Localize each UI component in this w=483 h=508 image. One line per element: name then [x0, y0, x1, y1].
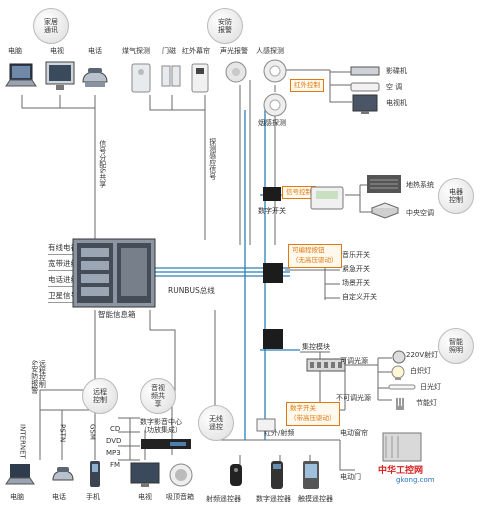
fluorescent-tube-icon: [388, 384, 416, 390]
dvd-player-icon: [350, 66, 380, 76]
cfl-bulb-icon: [396, 398, 404, 410]
air-conditioner-icon: [350, 82, 380, 92]
remote-device-label: 电脑: [10, 493, 24, 501]
rf-remote-icon: [230, 464, 242, 486]
remote-link-label: PSTN: [58, 424, 67, 443]
section-security: 安防报警: [207, 8, 243, 44]
appliance-item-label: 地热系统: [406, 181, 434, 189]
security-device-label: 红外幕帘: [182, 47, 210, 55]
ceiling-speaker-icon: [169, 463, 193, 487]
lamp-label: 日光灯: [420, 383, 441, 391]
switch-item-label: 音乐开关: [342, 251, 370, 259]
remote-alarm-label: 远程控制 &安防报警: [30, 360, 47, 394]
monitor-icon: [45, 61, 75, 90]
av-input-label: DVD: [106, 437, 122, 445]
non-dimmable-source-label: 不可调光源: [336, 394, 371, 402]
smoke-detector-icon: [263, 93, 287, 117]
av-center-icon: [141, 439, 191, 449]
section-wireless: 无线遥控: [198, 405, 234, 441]
av-tv-icon: [130, 462, 160, 487]
lamp-label: 节能灯: [416, 399, 437, 407]
signal-control-tag: 信号控制: [282, 186, 316, 199]
hub-name: 智能信息箱: [98, 310, 136, 319]
motion-sensor-icon: [263, 59, 287, 83]
section-appliance: 电器控制: [438, 178, 474, 214]
remote-device-label: 电话: [52, 493, 66, 501]
remote-link-label: GSM: [88, 424, 97, 440]
touch-remote-icon: [303, 461, 319, 489]
av-input-label: CD: [110, 425, 121, 433]
alarm-siren-icon: [225, 61, 247, 83]
section-home-comm: 家居通讯: [33, 8, 69, 44]
door-sensor-icon: [161, 65, 181, 87]
av-device-label: 电视: [138, 493, 152, 501]
watermark-url: gkong.com: [396, 476, 435, 484]
telephone-icon: [82, 68, 108, 87]
security-device-label: 门磁: [162, 47, 176, 55]
programmable-switch-tag: 可编程按钮 （无高压驱动）: [288, 244, 342, 268]
comm-device-label: 电视: [50, 47, 64, 55]
ir-device-label: 电视机: [386, 99, 407, 107]
digital-switch-label: 数字开关: [258, 207, 286, 215]
lighting-switch-icon: [263, 329, 283, 349]
motor-curtain-icon: [382, 432, 422, 462]
security-device-label: 煤气探测: [122, 47, 150, 55]
security-device-label: 声光报警: [220, 47, 248, 55]
switch-item-label: 自定义开关: [342, 293, 377, 301]
runbus-label: RUNBUS总线: [168, 286, 215, 295]
ir-control-tag: 红外控制: [290, 79, 324, 92]
ir-device-label: 影碟机: [386, 67, 407, 75]
tv-set-icon: [352, 94, 378, 114]
detect-signal-label: 探测感应信号: [208, 138, 217, 180]
remote-controller-label: 触摸遥控器: [298, 495, 333, 503]
switch-item-label: 紧急开关: [342, 265, 370, 273]
av-device-label: 吸顶音箱: [166, 493, 194, 501]
bulb-icon: [391, 365, 405, 380]
digital-switch-icon: [263, 187, 281, 201]
ir-transmitter-icon: [256, 418, 276, 432]
floor-heating-icon: [367, 175, 401, 193]
dimming-switch-tag: 数字开关 （带高压驱动）: [286, 402, 340, 426]
remote-phone-icon: [52, 467, 74, 481]
section-av-share: 音视频共享: [140, 378, 176, 414]
section-lighting: 智能照明: [438, 328, 474, 364]
spotlight-icon: [392, 350, 406, 364]
digital-remote-icon: [271, 461, 283, 489]
curtain2-label: 电动门: [340, 473, 361, 481]
av-center-label: 数字影音中心 （功放集成）: [140, 418, 182, 435]
comm-device-label: 电脑: [8, 47, 22, 55]
thermostat-icon: [310, 186, 344, 210]
signal-share-label: 信号分配&共享: [98, 140, 107, 188]
watermark-text: 中华工控网: [378, 466, 424, 476]
central-ac-icon: [370, 202, 400, 219]
smoke-detector-label: 烟感探测: [258, 119, 286, 127]
remote-device-label: 手机: [86, 493, 100, 501]
appliance-item-label: 中央空调: [406, 209, 434, 217]
remote-laptop-icon: [5, 464, 35, 485]
remote-link-label: INTERNET: [18, 424, 27, 459]
section-remote: 远程控制: [82, 378, 118, 414]
mobile-phone-icon: [90, 461, 100, 487]
av-input-label: FM: [110, 461, 121, 469]
ir-forward-label: 红外/射频: [264, 429, 295, 437]
lamp-label: 白炽灯: [410, 367, 431, 375]
remote-controller-label: 数字遥控器: [256, 495, 291, 503]
ir-device-label: 空 调: [386, 83, 403, 91]
control-module-icon: [306, 358, 346, 372]
laptop-icon: [5, 63, 37, 87]
switch-item-label: 场景开关: [342, 279, 370, 287]
curtain-label: 电动窗帘: [340, 429, 368, 437]
lamp-label: 220V射灯: [406, 351, 439, 359]
gas-detector-icon: [131, 63, 151, 93]
panel-switch-icon: [263, 263, 283, 283]
comm-device-label: 电话: [88, 47, 102, 55]
av-input-label: MP3: [106, 449, 121, 457]
smart-info-box-icon: [72, 238, 156, 308]
infrared-curtain-icon: [191, 63, 209, 93]
dimmable-source-label: 可调光源: [340, 357, 368, 365]
security-device-label: 人感探测: [256, 47, 284, 55]
centralized-module-label: 集控模块: [302, 343, 330, 351]
remote-controller-label: 射频遥控器: [206, 495, 241, 503]
